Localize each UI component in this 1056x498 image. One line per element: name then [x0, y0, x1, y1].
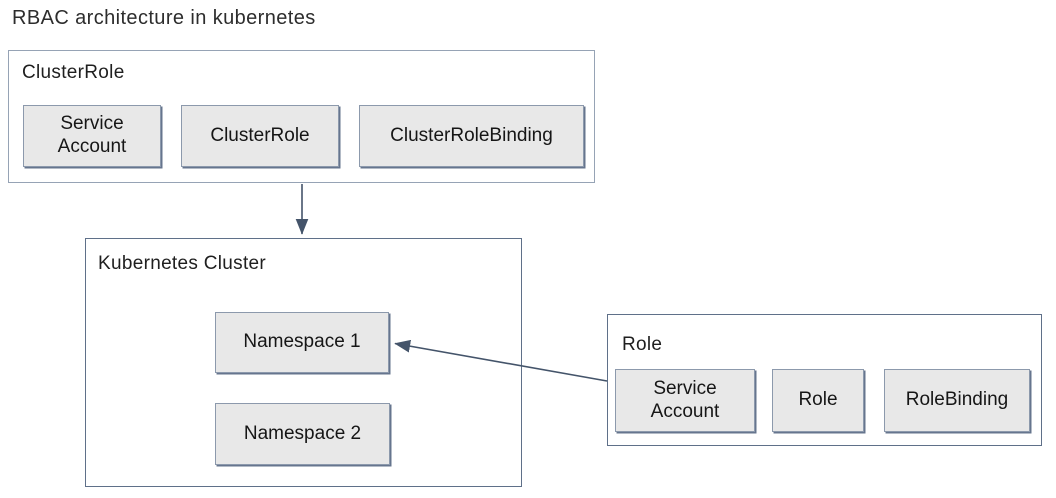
- diagram-title: RBAC architecture in kubernetes: [12, 7, 316, 29]
- node-clusterrole-clusterrolebinding: ClusterRoleBinding: [359, 105, 584, 167]
- group-kubernetes-cluster-label: Kubernetes Cluster: [98, 253, 267, 274]
- node-clusterrole-service-account: Service Account: [23, 105, 161, 167]
- node-clusterrole-clusterrole: ClusterRole: [181, 105, 339, 167]
- node-role-service-account: Service Account: [615, 369, 755, 432]
- group-role: Role Service Account Role RoleBinding: [607, 314, 1042, 446]
- group-role-label: Role: [622, 334, 663, 355]
- group-clusterrole-label: ClusterRole: [22, 62, 125, 83]
- node-role-role: Role: [772, 369, 864, 432]
- node-namespace-2: Namespace 2: [215, 403, 390, 465]
- group-kubernetes-cluster: Kubernetes Cluster Namespace 1 Namespace…: [85, 238, 522, 487]
- node-namespace-1: Namespace 1: [215, 312, 389, 373]
- node-role-rolebinding: RoleBinding: [884, 369, 1030, 432]
- group-clusterrole: ClusterRole Service Account ClusterRole …: [8, 50, 595, 183]
